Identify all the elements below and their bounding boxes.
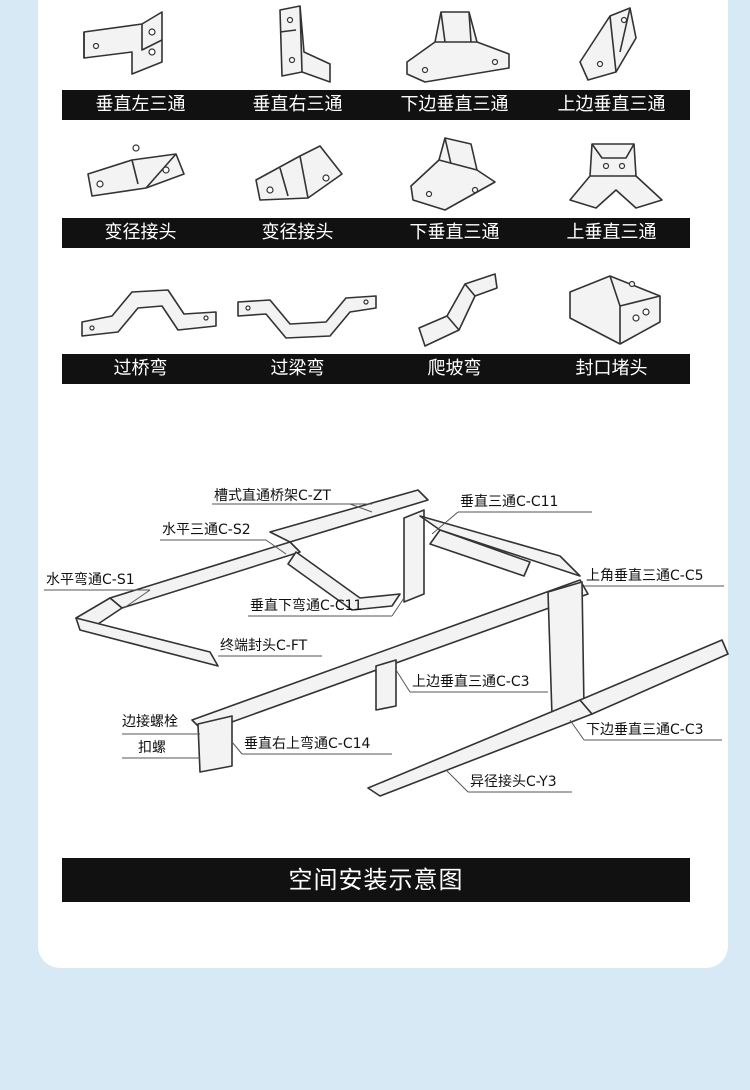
label-straight-tray: 槽式直通桥架C-ZT <box>214 487 331 504</box>
end-cap-icon <box>540 266 694 352</box>
up-vertical-tee-icon <box>540 130 694 216</box>
caption-row-3: 过桥弯 过梁弯 爬坡弯 封口堵头 <box>62 354 690 384</box>
caption-down-vertical-tee: 下垂直三通 <box>409 222 500 243</box>
caption-upper-vertical-tee: 上边垂直三通 <box>557 94 666 115</box>
vertical-right-tee-icon <box>230 2 384 88</box>
caption-row-2: 变径接头 变径接头 下垂直三通 上垂直三通 <box>62 218 690 248</box>
label-joint-bolt: 边接螺栓 <box>122 713 178 730</box>
label-end-cap: 终端封头C-FT <box>220 638 308 654</box>
slope-bend-icon <box>385 266 539 352</box>
diagram-title-bar: 空间安装示意图 <box>62 858 690 902</box>
vertical-left-tee-icon <box>72 2 226 88</box>
label-upper-side-tee: 上边垂直三通C-C3 <box>412 673 530 690</box>
installation-diagram: 槽式直通桥架C-ZT 垂直三通C-C11 水平三通C-S2 水平弯通C-S1 上… <box>44 487 729 797</box>
label-upper-corner-tee: 上角垂直三通C-C5 <box>586 567 704 584</box>
diagram-title: 空间安装示意图 <box>288 866 464 894</box>
beam-bend-icon <box>230 266 384 352</box>
caption-row-1: 垂直左三通 垂直右三通 下边垂直三通 上边垂直三通 <box>62 90 690 120</box>
label-horizontal-bend: 水平弯通C-S1 <box>46 571 135 588</box>
label-nut: 扣螺 <box>138 740 166 756</box>
label-lower-side-tee: 下边垂直三通C-C3 <box>586 721 704 738</box>
label-vertical-tee-c11: 垂直三通C-C11 <box>460 493 558 510</box>
tray-drawing <box>75 489 729 797</box>
upper-vertical-tee-icon <box>540 2 694 88</box>
label-horizontal-tee: 水平三通C-S2 <box>162 522 251 538</box>
down-vertical-tee-icon <box>385 130 539 216</box>
caption-reducer-joint-alt: 变径接头 <box>261 222 334 243</box>
caption-bridge-bend: 过桥弯 <box>113 358 168 379</box>
reducer-joint-icon <box>72 130 226 216</box>
caption-vertical-right-tee: 垂直右三通 <box>252 94 343 115</box>
label-vertical-down-bend: 垂直下弯通C-C11 <box>250 597 362 614</box>
caption-slope-bend: 爬坡弯 <box>427 358 482 379</box>
label-vertical-right-up-bend: 垂直右上弯通C-C14 <box>244 735 371 752</box>
lower-vertical-tee-icon <box>385 2 539 88</box>
caption-vertical-left-tee: 垂直左三通 <box>95 94 186 115</box>
bridge-bend-icon <box>72 266 226 352</box>
label-reducer-joint: 异径接头C-Y3 <box>470 773 557 790</box>
caption-end-cap: 封口堵头 <box>575 358 648 379</box>
reducer-joint-alt-icon <box>230 130 384 216</box>
leader-lines <box>44 503 724 793</box>
caption-beam-bend: 过梁弯 <box>270 358 325 379</box>
caption-reducer-joint: 变径接头 <box>104 222 177 243</box>
caption-up-vertical-tee: 上垂直三通 <box>566 222 657 243</box>
caption-lower-vertical-tee: 下边垂直三通 <box>400 94 509 115</box>
